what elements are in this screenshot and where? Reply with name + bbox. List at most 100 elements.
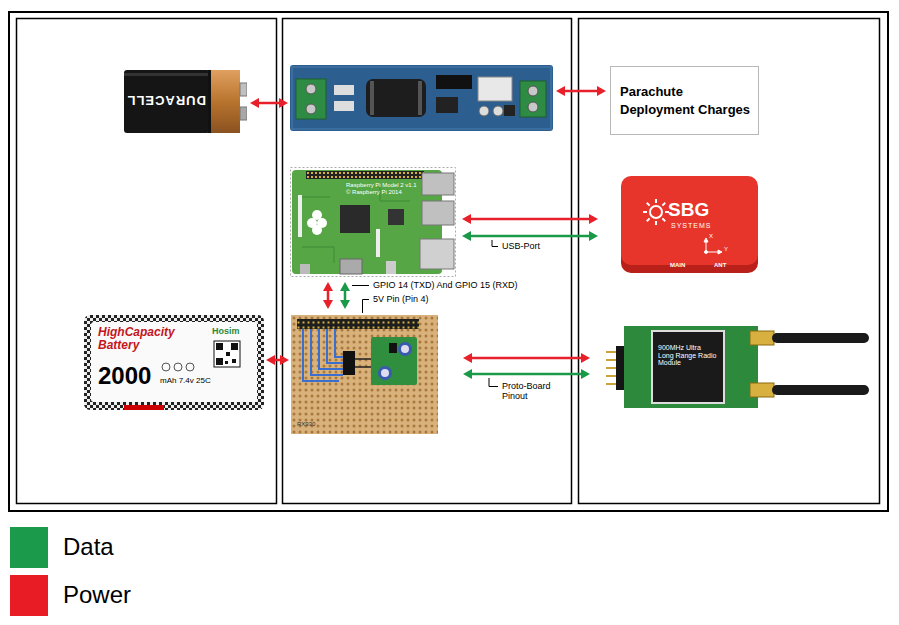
raspberry-pi-board: Raspberry Pi Model 2 v1.1 © Raspberry Pi… <box>290 167 456 277</box>
nine-volt-battery-art-part <box>124 70 210 133</box>
altimeter-board-part <box>478 77 512 101</box>
lipo-battery-art-part <box>214 341 240 367</box>
altimeter-board-part <box>504 105 515 116</box>
raspberry-pi-board-art-part <box>388 209 404 225</box>
proto-board-art-part <box>398 342 412 356</box>
sbg-imu-art-part-part <box>718 250 722 254</box>
leader-line-part <box>492 240 498 247</box>
altimeter-board-part <box>296 79 326 119</box>
radio-module: 900MHz Ultra Long Range Radio Module <box>606 322 871 412</box>
nine-volt-battery-art-part <box>208 70 211 133</box>
printed-text: X <box>709 233 713 240</box>
power-panel <box>17 19 277 504</box>
nine-volt-battery-art-part <box>240 107 247 120</box>
printed-text: ANT <box>714 262 726 269</box>
arrow-head <box>463 353 472 363</box>
printed-text: DURACELL <box>130 93 206 107</box>
legend-swatch <box>10 575 48 616</box>
nine-volt-battery-art-part <box>208 70 240 133</box>
nine-volt-battery-art-part <box>240 83 247 96</box>
connector-line <box>468 218 592 221</box>
altimeter-board-part <box>292 67 551 129</box>
printed-text: 900MHz Ultra Long Range Radio Module <box>658 344 718 367</box>
connector-line <box>469 357 584 360</box>
legend-text: Power <box>63 582 131 608</box>
proto-board-art-part <box>378 366 392 380</box>
node-label: Parachute Deployment Charges <box>620 83 753 118</box>
raspberry-pi-board-art-part <box>422 201 454 225</box>
connector-label: GPIO 14 (TXD) And GPIO 15 (RXD) <box>372 280 519 290</box>
power-connector <box>323 282 333 309</box>
connector-label: 5V Pin (Pin 4) <box>372 294 430 304</box>
altimeter-board-part <box>306 104 316 114</box>
sbg-imu-art-part-part <box>650 206 662 218</box>
printed-text: Raspberry Pi Model 2 v1.1 © Raspberry Pi… <box>346 182 418 195</box>
arrow-head <box>323 300 333 309</box>
leader-line-part <box>489 378 498 387</box>
arrow-head <box>340 300 350 309</box>
nine-volt-battery-art-part <box>124 73 210 76</box>
lipo-battery-art-part-part <box>216 343 223 350</box>
printed-text: RX930 <box>297 421 315 428</box>
arrow-head <box>266 355 275 365</box>
altimeter-board-part <box>493 106 503 116</box>
proto-board-art-part <box>355 359 371 367</box>
sbg-imu-art-part <box>704 238 722 254</box>
lipo-battery-art-part <box>84 315 264 410</box>
printed-text: Hosim <box>212 327 240 337</box>
raspberry-pi-board-art-part <box>300 187 410 263</box>
arrow-head <box>280 355 289 365</box>
lipo-battery-art-part <box>124 405 164 410</box>
charges-box: Parachute Deployment Charges <box>610 66 759 135</box>
altimeter-board-part <box>418 81 422 115</box>
leader-line-part <box>363 300 370 314</box>
power-connector <box>463 353 590 363</box>
data-connector <box>340 282 350 309</box>
altimeter-board-part <box>290 65 553 131</box>
arrow-head <box>323 282 333 291</box>
altimeter-board-part <box>528 86 538 96</box>
altimeter-board-part <box>370 81 374 115</box>
proto-board: RX930 <box>291 315 438 434</box>
control-panel <box>283 19 572 504</box>
raspberry-pi-board-art-part <box>306 171 424 179</box>
arrow-head <box>463 369 472 379</box>
legend-text: Data <box>63 534 114 560</box>
proto-board-art-part <box>371 337 417 385</box>
lipo-battery-art-part-part <box>226 352 230 356</box>
radio-module-art-part <box>624 326 758 408</box>
altimeter-board-part <box>334 101 354 111</box>
altimeter-board-part <box>334 85 354 95</box>
lipo-battery-art-part-part <box>186 363 194 371</box>
proto-board-art-part <box>401 345 409 353</box>
altimeter-board <box>290 65 553 131</box>
legend-swatch <box>10 527 48 568</box>
proto-board-art-part <box>381 369 389 377</box>
sbg-imu-art-part-part <box>704 238 708 242</box>
lipo-battery-art-part-part <box>174 363 182 371</box>
radio-module-art-part <box>750 383 774 397</box>
arrow-head <box>589 231 598 241</box>
sbg-imu-art-part <box>621 176 758 265</box>
radio-module-art-part <box>772 385 869 395</box>
lipo-battery: HighCapacity Battery2000mAh 7.4v 25CHosi… <box>84 315 264 410</box>
arrow-head <box>581 369 590 379</box>
radio-module-art-part <box>772 333 869 343</box>
altimeter-board-part <box>436 97 458 113</box>
printed-text: MAIN <box>670 262 685 269</box>
lipo-battery-art-part-part <box>162 363 170 371</box>
lipo-battery-art-part <box>162 363 194 371</box>
connector-label: Proto-Board Pinout <box>501 381 561 402</box>
nine-volt-battery: DURACELL <box>124 70 247 133</box>
arrow-head <box>462 214 471 224</box>
arrow-head <box>340 282 350 291</box>
data-connector <box>462 231 598 241</box>
altimeter-board-part <box>436 75 472 89</box>
power-arrow-part <box>562 90 600 93</box>
raspberry-pi-board-art-part <box>291 168 456 277</box>
proto-board-art-part <box>389 343 397 353</box>
proto-board-art-part <box>291 315 438 434</box>
connector-label: USB-Port <box>501 241 541 251</box>
radio-module-art-part <box>652 331 724 403</box>
printed-text: 2000 <box>98 363 151 389</box>
